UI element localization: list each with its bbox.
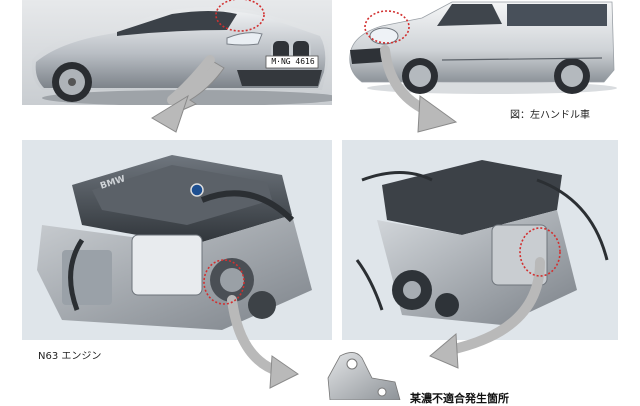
left-hand-drive-caption: 図：左ハンドル車	[510, 110, 590, 121]
defect-part-photo	[300, 348, 410, 400]
mini-car-photo	[342, 0, 618, 95]
defect-location-caption: 某濃不適合発生箇所	[410, 392, 509, 405]
bmw-car-photo: M·NG 4616	[22, 0, 332, 105]
arrow-head-left-bottom	[269, 355, 299, 389]
n63-engine-caption: N63 エンジン	[38, 351, 102, 362]
mini-engine-photo	[342, 140, 618, 340]
license-plate-text: M·NG 4616	[271, 57, 315, 66]
arrow-head-right-top	[417, 95, 458, 133]
n63-engine-photo: BMW	[22, 140, 332, 340]
